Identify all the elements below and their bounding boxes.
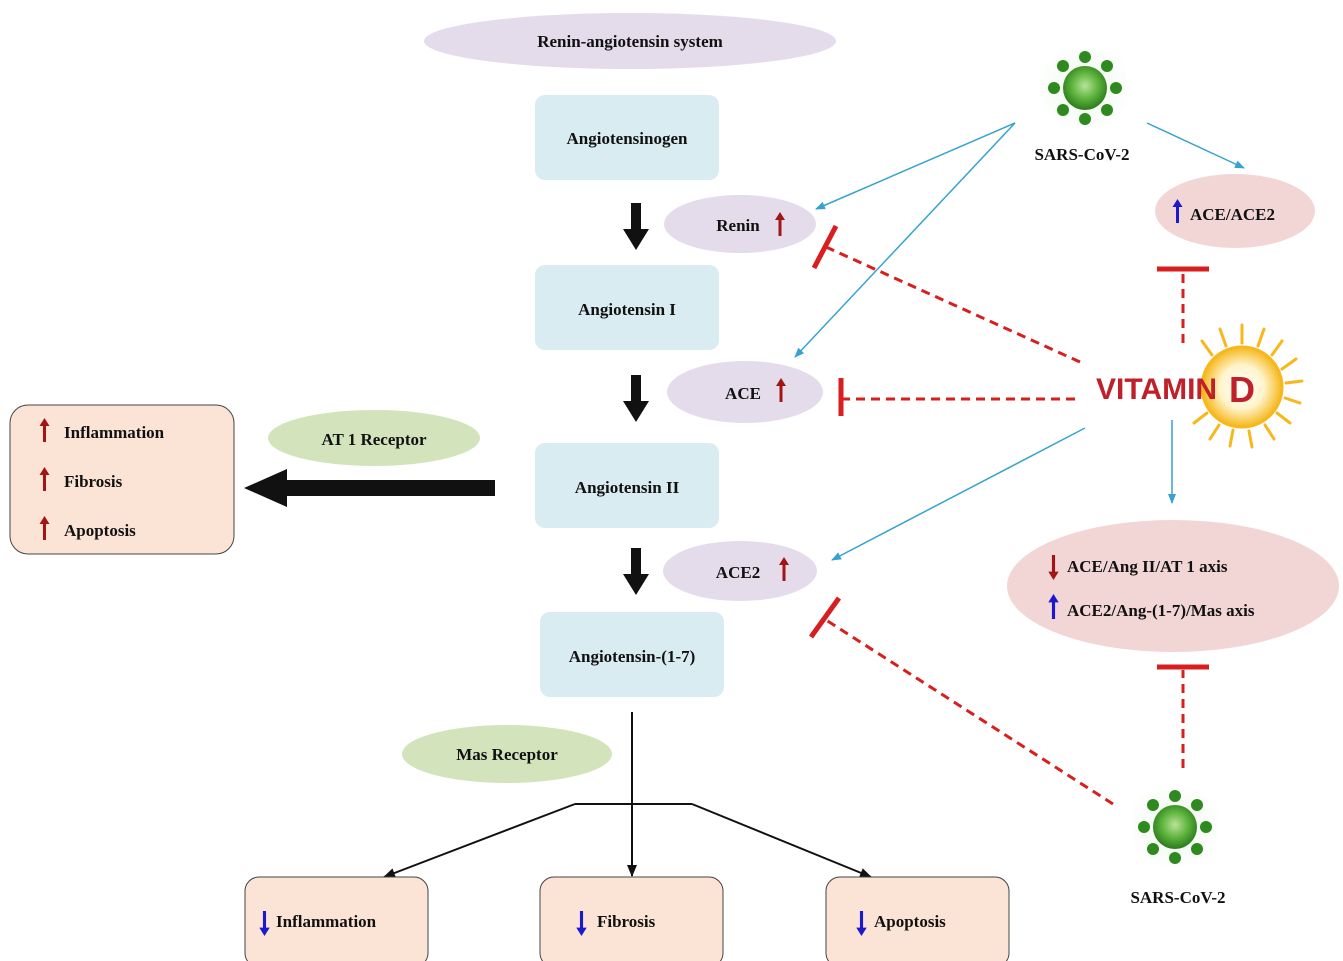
conversion-arrow-2 xyxy=(623,375,649,422)
angiotensin-1-7-label: Angiotensin-(1-7) xyxy=(569,647,696,666)
renin-ellipse: Renin xyxy=(664,195,816,253)
vitamin-d-sun-icon xyxy=(1192,323,1304,449)
diagram-title: Renin-angiotensin system xyxy=(537,32,723,51)
virus-top-icon xyxy=(1043,50,1127,126)
vitamin-word: VITAMIN xyxy=(1096,373,1217,406)
vitamin-inhibits-ace xyxy=(838,378,1075,416)
virus-bottom-icon xyxy=(1133,789,1217,865)
at1-effect-fibrosis: Fibrosis xyxy=(64,472,123,491)
at1-signal-arrow xyxy=(244,469,495,507)
ace2-ellipse: ACE2 xyxy=(663,541,817,601)
angiotensin-i-label: Angiotensin I xyxy=(578,300,676,319)
virus-inhibits-axes xyxy=(1157,664,1209,768)
ace-label: ACE xyxy=(725,384,761,403)
mas-signal-tree xyxy=(383,712,872,878)
ace-ace2-ratio-label: ACE/ACE2 xyxy=(1190,205,1275,224)
virus-inhibits-ace2 xyxy=(808,596,1114,806)
virus-links xyxy=(794,122,1245,561)
virus-to-renin-link xyxy=(815,122,1016,210)
renin-label: Renin xyxy=(716,216,760,235)
angiotensin-ii-label: Angiotensin II xyxy=(575,478,680,497)
ace-ace2-ratio-ellipse: ACE/ACE2 xyxy=(1155,174,1315,248)
vitamin-letter-d: D xyxy=(1229,369,1255,410)
at1-receptor-ellipse: AT 1 Receptor xyxy=(268,410,480,466)
angiotensinogen-node: Angiotensinogen xyxy=(535,95,719,180)
angiotensin-1-7-node: Angiotensin-(1-7) xyxy=(540,612,724,697)
inhibition-lines xyxy=(808,224,1209,806)
mas-effect-inflammation-box: Inflammation xyxy=(244,876,429,961)
mas-effect-fibrosis: Fibrosis xyxy=(597,912,656,931)
ace2-label: ACE2 xyxy=(716,563,760,582)
mas-receptor-ellipse: Mas Receptor xyxy=(402,725,612,783)
mas-receptor-label: Mas Receptor xyxy=(456,745,558,764)
at1-receptor-label: AT 1 Receptor xyxy=(321,430,427,449)
mas-effect-apoptosis-box: Apoptosis xyxy=(825,876,1010,961)
virus-to-ace-link xyxy=(794,122,1016,358)
mas-effect-apoptosis: Apoptosis xyxy=(874,912,946,931)
conversion-arrow-3 xyxy=(623,548,649,595)
vitamin-d-effects-ellipse: ACE/Ang II/AT 1 axis ACE2/Ang-(1-7)/Mas … xyxy=(1007,520,1339,652)
at1-effect-apoptosis: Apoptosis xyxy=(64,521,136,540)
ace-ellipse: ACE xyxy=(667,361,823,423)
angiotensin-i-node: Angiotensin I xyxy=(535,265,719,350)
vitamin-effect-down: ACE/Ang II/AT 1 axis xyxy=(1067,557,1228,576)
vitamin-effect-up: ACE2/Ang-(1-7)/Mas axis xyxy=(1067,601,1255,620)
at1-effects-box: Inflammation Fibrosis Apoptosis xyxy=(9,404,235,555)
vitamin-to-ace2-link xyxy=(831,427,1086,561)
angiotensinogen-label: Angiotensinogen xyxy=(567,129,688,148)
virus-top-label: SARS-CoV-2 xyxy=(1034,145,1129,164)
title-ellipse: Renin-angiotensin system xyxy=(424,13,836,69)
vitamin-inhibits-ratio xyxy=(1157,266,1209,343)
vitamin-inhibits-renin xyxy=(811,224,1081,364)
mas-effect-fibrosis-box: Fibrosis xyxy=(539,876,724,961)
conversion-arrow-1 xyxy=(623,203,649,250)
virus-bottom-label: SARS-CoV-2 xyxy=(1130,888,1225,907)
angiotensin-ii-node: Angiotensin II xyxy=(535,443,719,528)
at1-effect-inflammation: Inflammation xyxy=(64,423,165,442)
mas-effect-inflammation: Inflammation xyxy=(276,912,377,931)
virus-to-ratio-link xyxy=(1146,122,1245,169)
